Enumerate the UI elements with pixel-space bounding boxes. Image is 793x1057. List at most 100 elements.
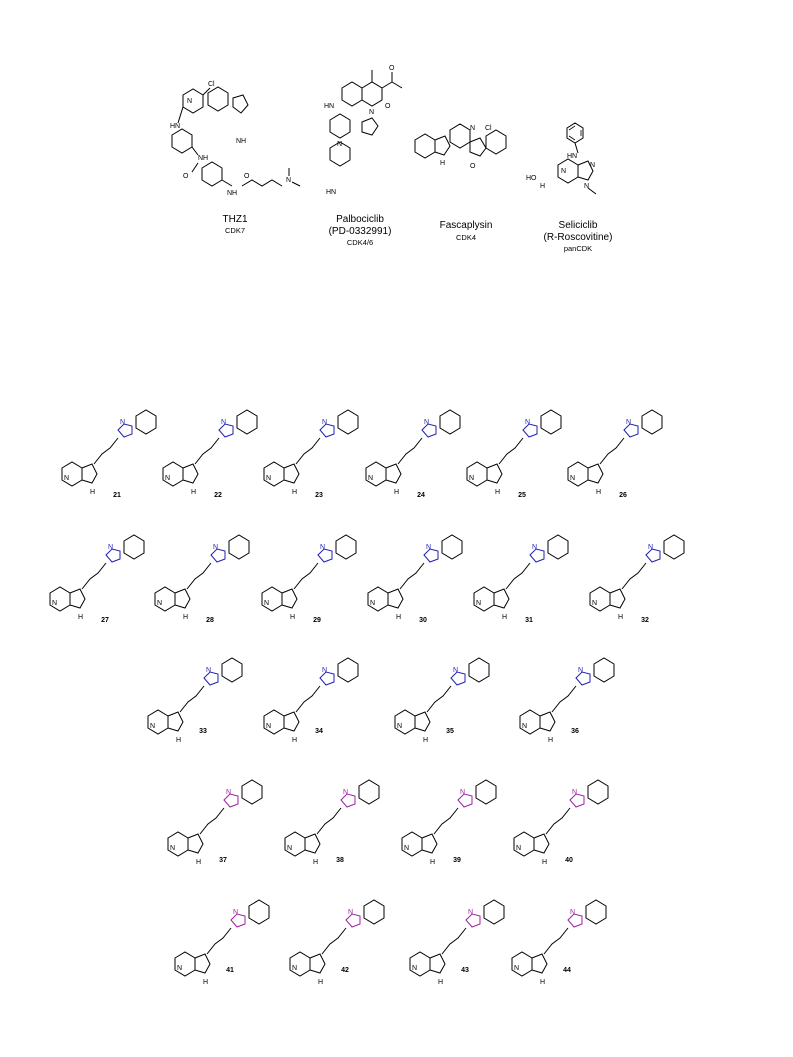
ring-h-label: H [394,489,399,496]
compound-number: 40 [565,857,573,864]
compound-name-seliciclib: Seliciclib [559,220,598,231]
target-seliciclib: panCDK [564,244,592,253]
ring-h-label: H [430,859,435,866]
compound-35: N H N 35 [394,657,490,744]
triazole-n-label: N [468,909,473,916]
ring-n-label: N [64,475,69,482]
ring-h-label: H [542,859,547,866]
compound-number: 41 [226,967,234,974]
ring-h-label: H [290,614,295,621]
ring-n-label: N [412,965,417,972]
ring-n-label: N [592,600,597,607]
compound-number: 31 [525,617,533,624]
amide-nh-label: NH [198,155,208,162]
ring-n-label: N [469,475,474,482]
triazole-n-label: N [206,667,211,674]
amide-nh-label-2: NH [227,190,237,197]
ring-n-label: N [287,845,292,852]
ring-n-label: N [165,475,170,482]
ring-n-label: N [516,845,521,852]
ring-n-label: N [514,965,519,972]
ring-h-label: H [176,737,181,744]
ring-h-label: H [191,489,196,496]
seliciclib-structure: HN N N N HO H [526,122,597,195]
dimethylamine-n-label: N [286,177,291,184]
compound-number: 30 [419,617,427,624]
ring-h-label: H [318,979,323,986]
ring-h-label: H [292,737,297,744]
compound-name-fascaplysin: Fascaplysin [440,220,493,231]
compound-name-thz1: THZ1 [223,214,248,225]
ring-h-label: H [540,979,545,986]
triazole-n-label: N [233,909,238,916]
fascaplysin-o-label: O [470,163,476,170]
compound-name-seliciclib-alias: (R-Roscovitine) [544,232,613,243]
ring-h-label: H [396,614,401,621]
triazole-n-label: N [453,667,458,674]
compound-number: 44 [563,967,571,974]
chlorine-label: Cl [208,81,215,88]
triazole-n-label: N [525,419,530,426]
compound-number: 39 [453,857,461,864]
hn-label: HN [170,123,180,130]
ring-n-label: N [404,845,409,852]
ring-h-label: H [502,614,507,621]
triazole-n-label: N [578,667,583,674]
seliciclib-amine-label: H [540,183,545,190]
ring-n-label: N [177,965,182,972]
ring-h-label: H [423,737,428,744]
compound-name-palbociclib: Palbociclib [336,214,384,225]
compound-number: 33 [199,728,207,735]
ring-n-label: N [522,723,527,730]
ring-h-label: H [183,614,188,621]
ring-h-label: H [495,489,500,496]
triazole-n-label: N [570,909,575,916]
triazole-n-label: N [426,544,431,551]
ring-n-label: N [370,600,375,607]
compound-number: 35 [446,728,454,735]
target-palbociclib: CDK4/6 [347,238,373,247]
indole-nh-label: NH [236,138,246,145]
compound-name-palbociclib-code: (PD-0332991) [329,226,392,237]
compound-number: 37 [219,857,227,864]
hydroxyl-label: HO [526,175,537,182]
ring-h-label: H [548,737,553,744]
chloride-label: Cl [485,125,492,132]
triazole-n-label: N [460,789,465,796]
compound-number: 21 [113,492,121,499]
compound-number: 22 [214,492,222,499]
compound-number: 24 [417,492,425,499]
ring-n-label: N [368,475,373,482]
benzylamine-hn-label: HN [567,153,577,160]
ring-n-label: N [52,600,57,607]
compound-number: 25 [518,492,526,499]
compound-number: 42 [341,967,349,974]
ring-h-label: H [292,489,297,496]
ring-n-label: N [264,600,269,607]
piperazine-n-label: N [337,141,342,148]
triazole-n-label: N [322,419,327,426]
carbonyl-o-label: O [183,173,189,180]
compound-number: 29 [313,617,321,624]
triazole-n-label: N [213,544,218,551]
ring-h-label: H [313,859,318,866]
purine-n7-label: N [590,162,595,169]
target-thz1: CDK7 [225,226,245,235]
compound-number: 28 [206,617,214,624]
ring-n-label: N [397,723,402,730]
triazole-n-label: N [572,789,577,796]
carbonyl-o-label-2: O [244,173,250,180]
compound-number: 38 [336,857,344,864]
compound-number: 23 [315,492,323,499]
compound-number: 34 [315,728,323,735]
